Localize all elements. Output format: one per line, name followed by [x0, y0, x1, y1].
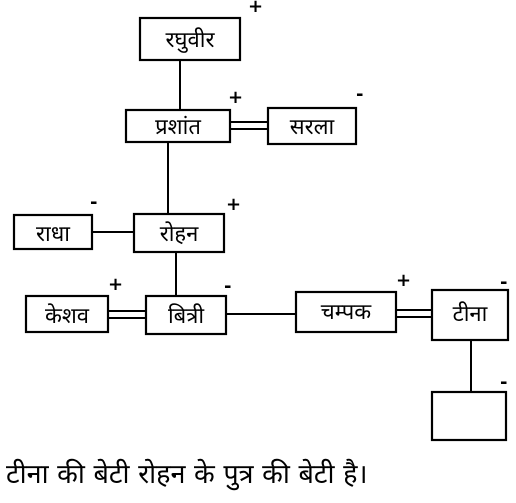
sign-marker: - [500, 272, 507, 293]
node-label: बित्री [168, 303, 204, 329]
node-sarla: सरला [266, 106, 358, 146]
node-rohan: रोहन [132, 212, 226, 254]
node-unknown-daughter [430, 390, 508, 442]
node-prashant: प्रशांत [124, 108, 232, 144]
node-champak: चम्पक [294, 290, 398, 334]
node-tina: टीना [430, 288, 510, 342]
connectors [92, 60, 472, 392]
sign-marker: + [226, 194, 241, 215]
sign-marker: + [108, 274, 123, 295]
sign-marker: - [500, 372, 507, 393]
node-label: राधा [36, 222, 70, 247]
node-label: रोहन [160, 221, 199, 247]
node-label: रघुवीर [166, 27, 216, 53]
sign-marker: + [248, 0, 263, 17]
node-label: टीना [453, 301, 488, 327]
sign-marker: + [396, 270, 411, 291]
node-label: चम्पक [321, 300, 372, 325]
sign-marker: + [228, 87, 243, 108]
sign-marker: - [356, 84, 363, 105]
node-label: प्रशांत [155, 115, 201, 140]
caption-text: टीना की बेटी रोहन के पुत्र की बेटी है। [6, 459, 368, 490]
node-label: केशव [45, 303, 90, 329]
sign-marker: - [224, 276, 231, 297]
node-raghuveer: रघुवीर [138, 16, 242, 62]
node-radha: राधा [12, 213, 94, 251]
sign-marker: - [90, 192, 97, 213]
node-bitri: बित्री [144, 294, 228, 336]
family-tree-diagram: रघुवीर + प्रशांत + सरला - राधा - रोहन + … [12, 0, 510, 442]
node-label: सरला [290, 115, 335, 140]
node-keshav: केशव [24, 294, 110, 334]
